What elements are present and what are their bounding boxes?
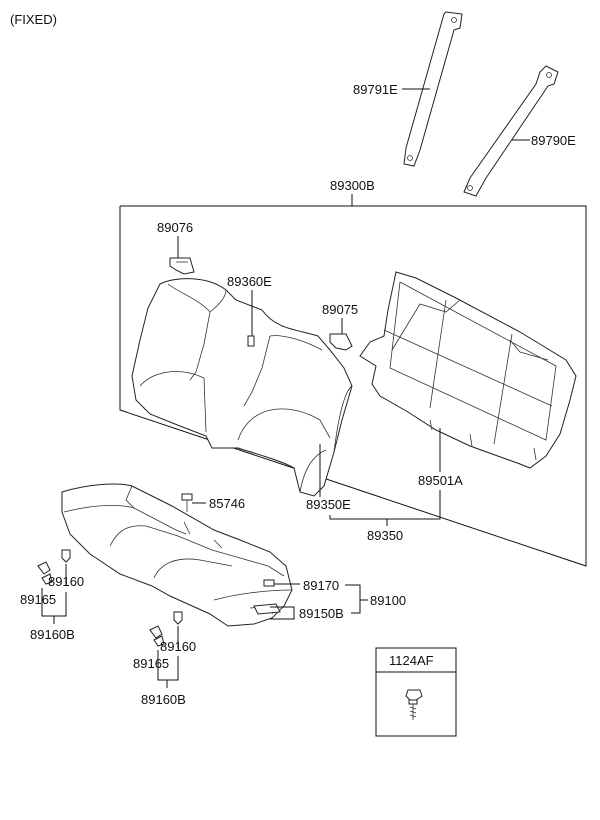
clip-89075[interactable] (329, 333, 353, 351)
hook-85746[interactable] (181, 493, 193, 512)
fixed-note: (FIXED) (10, 12, 57, 27)
callout-89100: 89100 (370, 593, 406, 608)
clip-89165-left[interactable] (37, 561, 53, 585)
callout-89501A: 89501A (418, 473, 463, 488)
pad-89150B[interactable] (253, 603, 281, 615)
callout-89160-right: 89160 (160, 639, 196, 654)
callout-89160B-right: 89160B (141, 692, 186, 707)
callout-89790E: 89790E (531, 133, 576, 148)
callout-89350: 89350 (367, 528, 403, 543)
callout-89076: 89076 (157, 220, 193, 235)
leader-89100 (345, 584, 361, 614)
callout-89360E: 89360E (227, 274, 272, 289)
legend-part-number: 1124AF (389, 653, 434, 668)
clip-89165-right[interactable] (149, 625, 165, 647)
tag-89360E[interactable] (247, 335, 255, 347)
seat-cushion[interactable] (61, 483, 293, 627)
callout-89150B: 89150B (299, 606, 344, 621)
callout-89791E: 89791E (353, 82, 398, 97)
callout-89170: 89170 (303, 578, 339, 593)
bracket-89791E[interactable] (403, 11, 463, 167)
bolt-1124AF-icon[interactable] (405, 689, 423, 720)
callout-85746: 85746 (209, 496, 245, 511)
hook-89170[interactable] (263, 579, 275, 587)
callout-89165-right: 89165 (133, 656, 169, 671)
leader-89150B (270, 606, 295, 620)
bracket-89790E[interactable] (463, 65, 559, 197)
assembly-frame-89300B (119, 205, 587, 567)
callout-89160-left: 89160 (48, 574, 84, 589)
seat-back-cushion[interactable] (131, 278, 353, 497)
leader-89350 (329, 490, 441, 520)
callout-89165-left: 89165 (20, 592, 56, 607)
callout-89075: 89075 (322, 302, 358, 317)
clip-89160-left[interactable] (61, 549, 71, 563)
legend-box-1124AF (375, 647, 457, 737)
callout-89160B-left: 89160B (30, 627, 75, 642)
clip-89160-right[interactable] (173, 611, 183, 625)
clip-89076[interactable] (169, 257, 195, 275)
seat-back-frame-89501A[interactable] (359, 271, 577, 469)
callout-89350E: 89350E (306, 497, 351, 512)
callout-89300B: 89300B (330, 178, 375, 193)
